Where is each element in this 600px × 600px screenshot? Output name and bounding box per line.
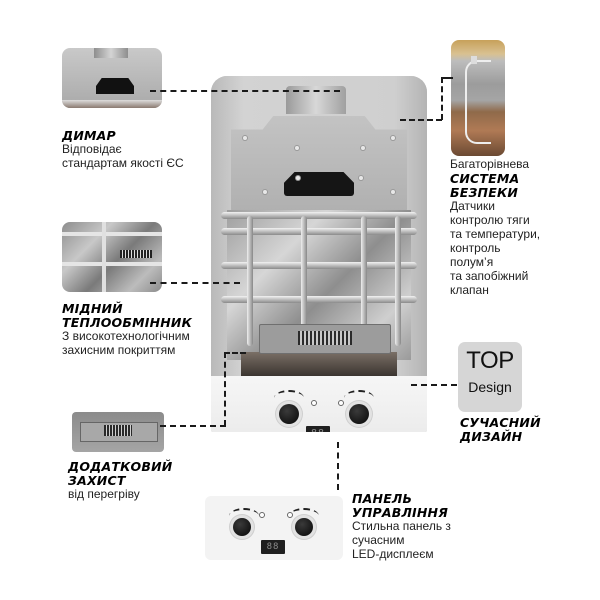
design-connector-line <box>411 384 457 386</box>
knob-scale-arc <box>229 508 259 524</box>
knob-scale-arc <box>274 390 304 406</box>
exchanger-thumbnail <box>62 222 162 292</box>
flue-thumbnail <box>62 48 162 108</box>
overheat-title-line2: ЗАХИСТ <box>68 473 126 488</box>
guard-grill <box>104 425 132 436</box>
flue-opening <box>284 172 354 196</box>
indicator-dot <box>259 512 265 518</box>
control-panel-connector-line <box>337 442 339 490</box>
exchanger-connector-line <box>150 282 240 284</box>
safety-thumbnail <box>451 40 505 156</box>
overheat-guard <box>259 324 391 354</box>
led-display: 88 <box>306 426 330 432</box>
indicator-dot <box>338 400 344 406</box>
rivet <box>359 176 363 180</box>
guard-grill <box>298 331 352 345</box>
sensor <box>471 56 477 64</box>
indicator-dot <box>311 400 317 406</box>
exchanger-desc-line1: З високотехнологічним <box>62 329 190 343</box>
rivet <box>391 136 395 140</box>
left-knob[interactable] <box>279 404 299 424</box>
top-design-badge: TOP Design <box>458 342 522 412</box>
safety-desc-line2: контролю тяги <box>450 213 530 227</box>
design-title-line1: СУЧАСНИЙ <box>460 415 541 430</box>
overheat-connector-horizontal <box>160 425 226 427</box>
pipe <box>62 262 162 266</box>
flue-opening <box>96 78 134 94</box>
badge-line2: Design <box>468 379 512 395</box>
rivet <box>391 190 395 194</box>
exchanger-pipe <box>221 212 417 219</box>
safety-title-line1: СИСТЕМА <box>450 171 520 186</box>
exchanger-title-line2: ТЕПЛООБМІННИК <box>62 315 192 330</box>
flue-hood <box>231 116 407 212</box>
exchanger-title-line1: МІДНИЙ <box>62 301 123 316</box>
exchanger-pipe <box>221 228 417 235</box>
vpipe <box>102 222 106 292</box>
heater-control-panel: 88 <box>211 376 427 432</box>
flue-collar <box>94 48 128 58</box>
overheat-connector-vertical <box>224 352 226 426</box>
control-panel-desc-line1: Стильна панель з <box>352 519 451 533</box>
overheat-connector-top <box>224 352 246 354</box>
rivet <box>263 190 267 194</box>
exchanger-pipe <box>221 296 417 303</box>
overheat-thumbnail <box>72 412 164 452</box>
sensor-wire <box>465 60 491 144</box>
overheat-desc-line1: від перегріву <box>68 487 140 501</box>
flue-desc-line1: Відповідає <box>62 142 122 156</box>
rivet <box>361 146 365 150</box>
control-panel-thumbnail: 88 <box>205 496 343 560</box>
safety-desc-line1: Датчики <box>450 199 495 213</box>
thumb-left-knob <box>233 518 251 536</box>
flue-connector-line <box>150 90 340 92</box>
exchanger-pipe <box>221 262 417 269</box>
design-title-line2: ДИЗАЙН <box>460 429 523 444</box>
indicator-dot <box>287 512 293 518</box>
safety-intro: Багаторівнева <box>450 157 530 171</box>
rivet <box>295 146 299 150</box>
pipe <box>62 232 162 236</box>
safety-title-line2: БЕЗПЕКИ <box>450 185 519 200</box>
grill <box>120 250 152 258</box>
badge-line1: TOP <box>466 347 514 374</box>
control-panel-title-line1: ПАНЕЛЬ <box>352 491 413 506</box>
exchanger-vpipe <box>247 216 253 346</box>
knob-scale-arc <box>344 390 374 406</box>
safety-desc-line5: полум’я <box>450 255 494 269</box>
right-knob[interactable] <box>349 404 369 424</box>
safety-connector-vertical <box>441 77 443 120</box>
knob-scale-arc <box>289 508 319 524</box>
exchanger-vpipe <box>395 216 401 346</box>
safety-desc-line3: та температури, <box>450 227 541 241</box>
safety-desc-line7: клапан <box>450 283 489 297</box>
flue-desc-line2: стандартам якості ЄС <box>62 156 184 170</box>
flue-edge <box>62 100 162 108</box>
safety-connector-horizontal <box>400 119 442 121</box>
burner <box>241 352 397 376</box>
water-heater-image: 88 <box>211 76 427 432</box>
flue-title: ДИМАР <box>62 128 116 143</box>
control-panel-title-line2: УПРАВЛІННЯ <box>352 505 449 520</box>
rivet <box>243 136 247 140</box>
exchanger-desc-line2: захисним покриттям <box>62 343 176 357</box>
safety-desc-line6: та запобіжний <box>450 269 529 283</box>
exchanger-vpipe <box>361 216 367 346</box>
safety-connector-top <box>441 77 453 79</box>
thumb-right-knob <box>295 518 313 536</box>
safety-desc-line4: контроль <box>450 241 501 255</box>
overheat-title-line1: ДОДАТКОВИЙ <box>68 459 173 474</box>
exchanger-vpipe <box>301 216 307 346</box>
control-panel-desc-line3: LED-дисплеєм <box>352 547 434 561</box>
rivet <box>296 176 300 180</box>
thumb-led-display: 88 <box>261 540 285 554</box>
control-panel-desc-line2: сучасним <box>352 533 405 547</box>
